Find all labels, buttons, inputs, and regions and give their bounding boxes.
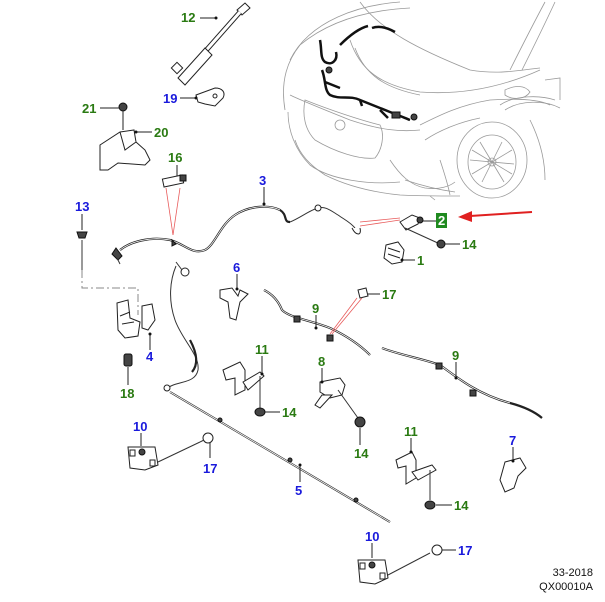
callout-4: 4 — [146, 349, 154, 364]
part-6-bracket — [219, 274, 249, 321]
callout-1: 1 — [417, 253, 424, 268]
callout-17-bottom: 17 — [458, 543, 472, 558]
callout-5: 5 — [295, 483, 302, 498]
part-2-cable-end-bracket — [383, 214, 460, 265]
callout-14-c: 14 — [354, 446, 369, 461]
part-10-latch-left — [127, 432, 214, 471]
part-20-shield — [99, 102, 152, 171]
callout-19: 19 — [163, 91, 177, 106]
callout-9-right: 9 — [452, 348, 459, 363]
part-9-cable-left — [263, 287, 380, 356]
part-10-latch-bottom — [357, 543, 456, 585]
part-15-clip — [161, 165, 187, 236]
callout-14-d: 14 — [454, 498, 469, 513]
part-5-secondary-cable — [163, 261, 391, 523]
callout-8: 8 — [318, 354, 325, 369]
part-9-cable-right — [381, 346, 543, 419]
callout-18: 18 — [120, 386, 134, 401]
pointer-arrow — [458, 211, 533, 222]
callout-10-bottom: 10 — [365, 529, 379, 544]
callout-labels: 12 19 21 20 16 3 2 14 1 13 4 18 6 9 17 9… — [75, 10, 516, 558]
callout-15: 16 — [168, 150, 182, 165]
part-13-grommet — [76, 214, 139, 315]
diagram-code: 33-2018 — [552, 567, 593, 579]
part-11-hinge-right — [395, 438, 452, 510]
callout-2: 2 — [438, 213, 445, 228]
callout-13: 13 — [75, 199, 89, 214]
callout-2-highlight — [436, 213, 447, 228]
part-7-bracket — [499, 447, 527, 493]
callout-12: 12 — [181, 10, 195, 25]
callout-7: 7 — [509, 433, 516, 448]
vehicle-outline — [283, 1, 561, 201]
callout-6: 6 — [233, 260, 240, 275]
part-11-hinge-left — [222, 356, 280, 417]
part-19-bracket — [180, 87, 225, 107]
callout-14-a: 14 — [462, 237, 477, 252]
part-12-gas-strut — [170, 2, 251, 86]
callout-14-b: 14 — [282, 405, 297, 420]
callout-21: 21 — [82, 101, 96, 116]
part-18-bumper — [123, 353, 133, 385]
part-8-latch — [314, 368, 366, 445]
callout-11-left: 11 — [255, 342, 269, 357]
callout-20: 20 — [154, 125, 168, 140]
callout-10-left: 10 — [133, 419, 147, 434]
illustration-id: QX00010A — [539, 581, 593, 593]
callout-3: 3 — [259, 173, 266, 188]
callout-16: 17 — [382, 287, 396, 302]
part-3-release-cable — [111, 187, 401, 265]
callout-11-right: 11 — [404, 424, 418, 439]
part-4-latch-assembly — [116, 299, 156, 350]
callout-9-left: 9 — [312, 301, 319, 316]
callout-17-left: 17 — [203, 461, 217, 476]
